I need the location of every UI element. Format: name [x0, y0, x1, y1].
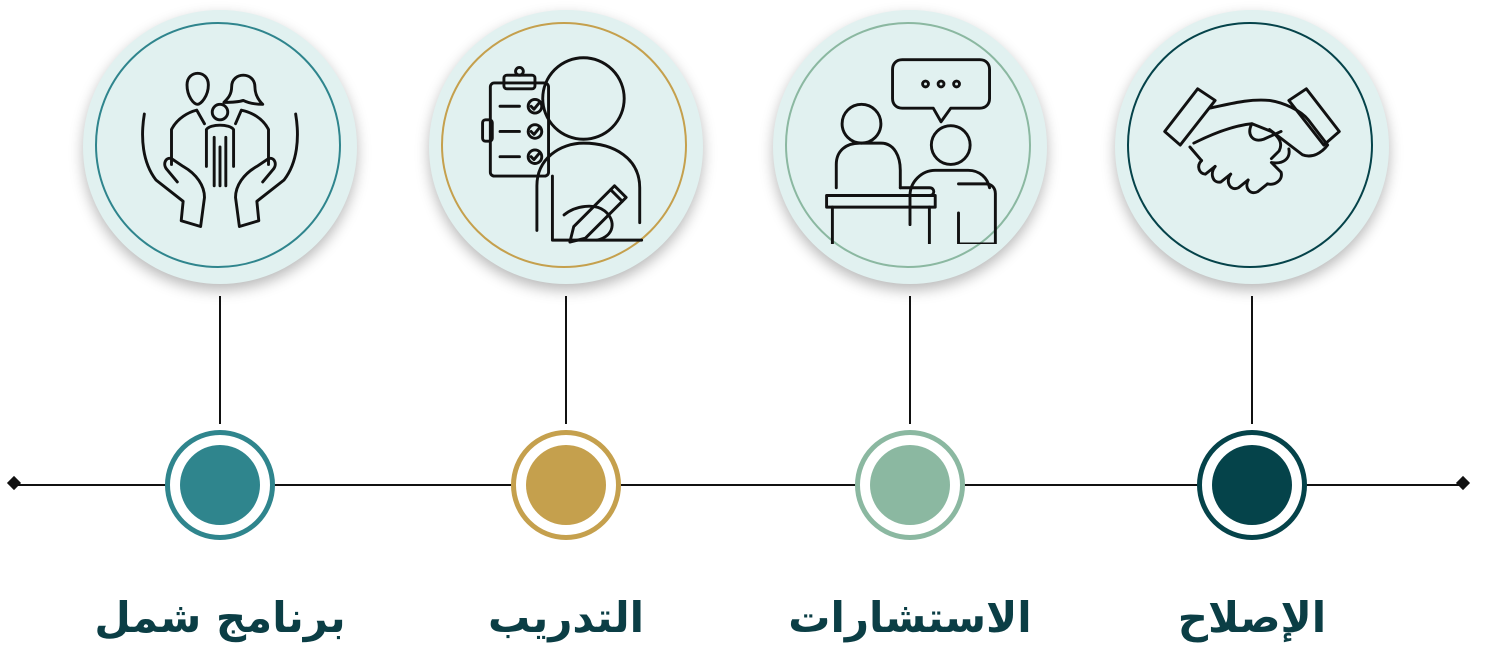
timeline-end-marker: [1455, 475, 1471, 491]
step-node-dot: [180, 445, 260, 525]
step-icon-ring: [95, 22, 341, 268]
step-node: [165, 430, 275, 540]
step-label: التدريب: [488, 593, 644, 642]
step-icon-circle: [773, 10, 1047, 284]
clipboard-checklist-person-icon: [481, 56, 644, 244]
step-connector: [219, 296, 221, 424]
handshake-icon: [1163, 87, 1341, 195]
step-label: الاستشارات: [788, 593, 1032, 642]
step-icon-ring: [441, 22, 687, 268]
step-icon-ring: [1127, 22, 1373, 268]
family-care-hands-icon: [141, 71, 299, 228]
step-label: برنامج شمل: [94, 593, 346, 642]
step-connector: [565, 296, 567, 424]
step-shamel: برنامج شمل: [70, 0, 370, 662]
step-consulting: الاستشارات: [760, 0, 1060, 662]
step-node-dot: [526, 445, 606, 525]
step-connector: [909, 296, 911, 424]
step-connector: [1251, 296, 1253, 424]
step-node: [1197, 430, 1307, 540]
step-icon-circle: [1115, 10, 1389, 284]
consultation-meeting-icon: [825, 58, 997, 244]
step-training: التدريب: [416, 0, 716, 662]
step-reform: الإصلاح: [1102, 0, 1402, 662]
step-node-dot: [870, 445, 950, 525]
timeline-axis: [14, 484, 1465, 486]
step-node-dot: [1212, 445, 1292, 525]
timeline-start-marker: [6, 475, 22, 491]
step-node: [511, 430, 621, 540]
step-icon-circle: [83, 10, 357, 284]
step-icon-circle: [429, 10, 703, 284]
step-icon-ring: [785, 22, 1031, 268]
step-node: [855, 430, 965, 540]
step-label: الإصلاح: [1177, 593, 1327, 642]
